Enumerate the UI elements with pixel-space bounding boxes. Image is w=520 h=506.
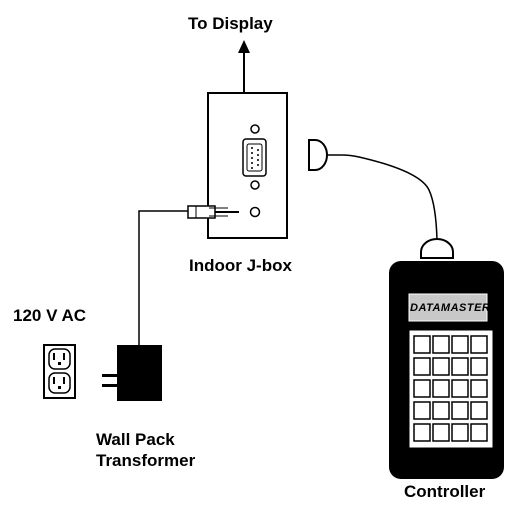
wall-pack-label-line2: Transformer (96, 451, 196, 470)
db9-connector (242, 138, 267, 177)
keypad-key (470, 423, 488, 442)
controller-keypad (413, 335, 488, 442)
keypad-key (451, 401, 469, 420)
keypad-key (413, 335, 431, 354)
to-display-label: To Display (188, 14, 273, 33)
keypad-key (413, 379, 431, 398)
controller-label: Controller (404, 482, 486, 501)
keypad-key (432, 423, 450, 442)
controller-plug (420, 238, 454, 259)
wall-pack-label-line1: Wall Pack (96, 430, 175, 449)
keypad-key (451, 335, 469, 354)
controller-cable (308, 139, 438, 241)
keypad-key (470, 401, 488, 420)
keypad-key (432, 335, 450, 354)
keypad-key (413, 357, 431, 376)
keypad-key (432, 401, 450, 420)
keypad-key (432, 379, 450, 398)
keypad-key (470, 379, 488, 398)
indoor-jbox-label: Indoor J-box (189, 256, 292, 275)
keypad-key (413, 423, 431, 442)
wall-outlet (43, 344, 76, 399)
keypad-key (432, 357, 450, 376)
keypad-key (470, 357, 488, 376)
to-display-arrow (238, 40, 250, 93)
keypad-key (470, 335, 488, 354)
keypad-key (451, 423, 469, 442)
keypad-key (451, 357, 469, 376)
wall-pack-transformer (102, 345, 162, 401)
keypad-key (451, 379, 469, 398)
power-cable (138, 210, 188, 345)
power-source-label: 120 V AC (13, 306, 87, 325)
power-plug (187, 205, 239, 219)
controller-brand-label: DATAMASTER (410, 302, 491, 314)
keypad-key (413, 401, 431, 420)
